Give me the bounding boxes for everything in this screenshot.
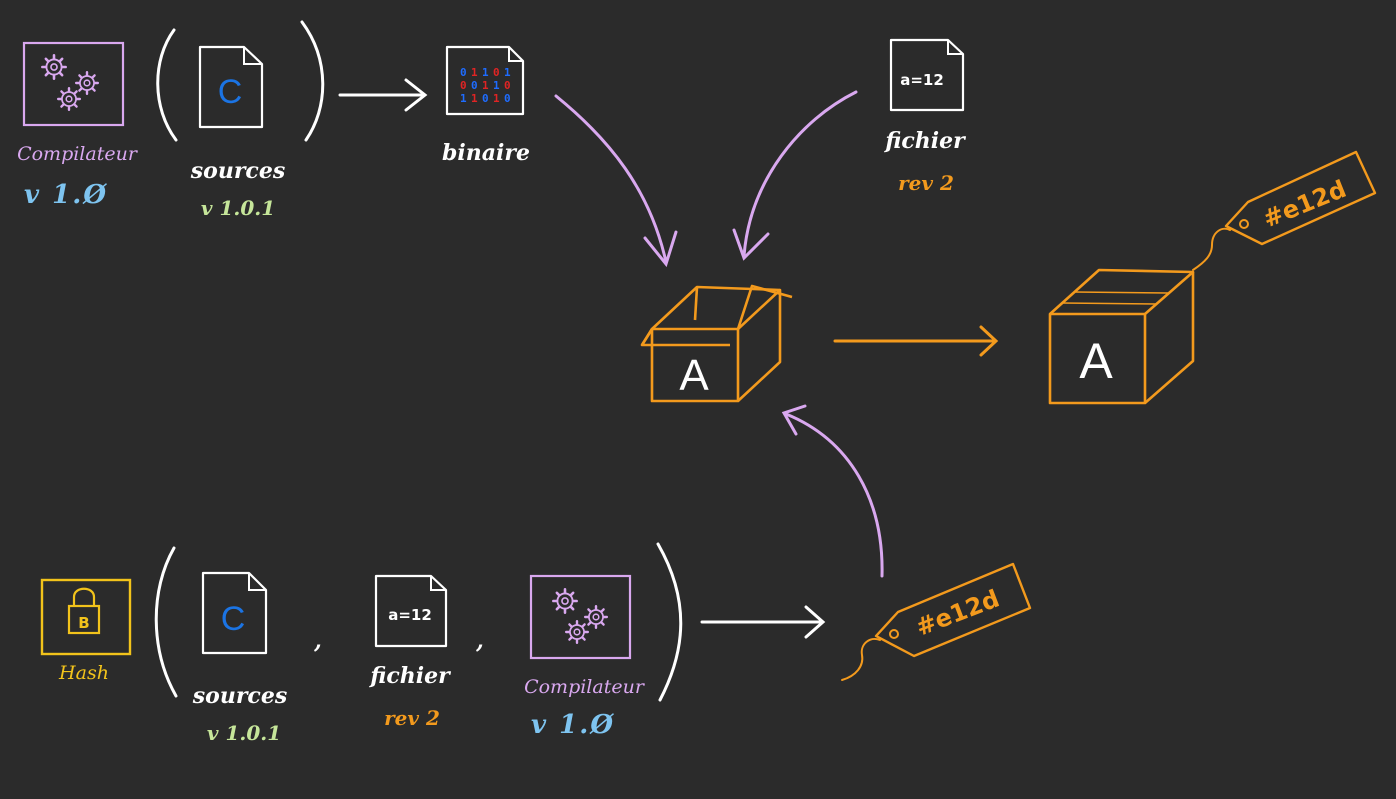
arrow-to-binary [338,78,428,112]
arrow-box-to-sealed [833,325,999,357]
binary-digit: 1 [504,66,511,79]
separator-comma-2: , [476,628,484,654]
open-paren-bottom [154,546,178,698]
compiler-label-top: Compilateur [17,143,137,165]
hash-label: Hash [59,662,109,684]
sources-label-top: sources [190,158,286,184]
lock-icon: B [40,578,132,656]
file-content-top: a=12 [900,71,944,89]
sources-version-bottom: v 1.0.1 [206,721,282,745]
compiler-version-bottom: v 1.Ø [531,710,615,740]
text-file-icon: a=12 [889,38,965,112]
binary-digit: 1 [460,92,467,105]
c-file-letter: C [218,73,243,111]
binary-digit: 0 [460,66,467,79]
binary-digit: 0 [482,92,489,105]
open-paren-top [156,28,178,142]
file-label-bottom: fichier [370,663,450,689]
gears-icon [41,54,100,112]
binary-digit: 1 [482,66,489,79]
arrow-tag-to-box [781,404,884,578]
compiler-version-top: v 1.Ø [24,180,108,210]
file-revision-bottom: rev 2 [384,706,440,730]
text-file-icon-bottom: a=12 [374,574,448,648]
open-box-a [640,284,793,403]
arrow-file-to-box [732,90,858,261]
arrow-binary-to-box [554,94,678,268]
hash-tag-bottom: #e12d [841,562,1032,681]
binary-digit: 0 [460,79,467,92]
file-revision-top: rev 2 [898,171,954,195]
gears-icon-bottom [552,588,609,645]
compiler-card-top [22,41,125,127]
binary-digit: 1 [493,79,500,92]
separator-comma-1: , [314,628,322,654]
open-box-letter: A [679,351,709,400]
binary-digit: 0 [504,79,511,92]
binary-digit: 0 [504,92,511,105]
binary-label: binaire [442,140,530,166]
close-paren-top [300,20,325,142]
binary-digit: 1 [482,79,489,92]
sealed-box-a [1048,268,1195,405]
arrow-hash-to-tag [700,605,826,639]
binary-digit: 0 [493,66,500,79]
binary-digit: 1 [493,92,500,105]
c-file-icon: C [198,45,264,129]
binary-digit: 1 [471,66,478,79]
hash-tag-top: #e12d [1192,150,1377,271]
close-paren-bottom [656,542,683,702]
c-file-icon-bottom: C [201,571,268,655]
compiler-label-bottom: Compilateur [524,676,644,698]
binary-digit: 1 [471,92,478,105]
file-content-bottom: a=12 [388,606,432,624]
hash-tag-bottom-text: #e12d [912,584,1003,641]
file-label-top: fichier [885,128,965,154]
sources-label-bottom: sources [192,683,288,709]
sources-version-top: v 1.0.1 [200,196,276,220]
binary-digit: 0 [471,79,478,92]
c-file-letter-bottom: C [221,600,246,638]
sealed-box-letter: A [1079,333,1113,389]
lock-letter: B [78,614,89,632]
compiler-card-bottom [529,574,632,660]
